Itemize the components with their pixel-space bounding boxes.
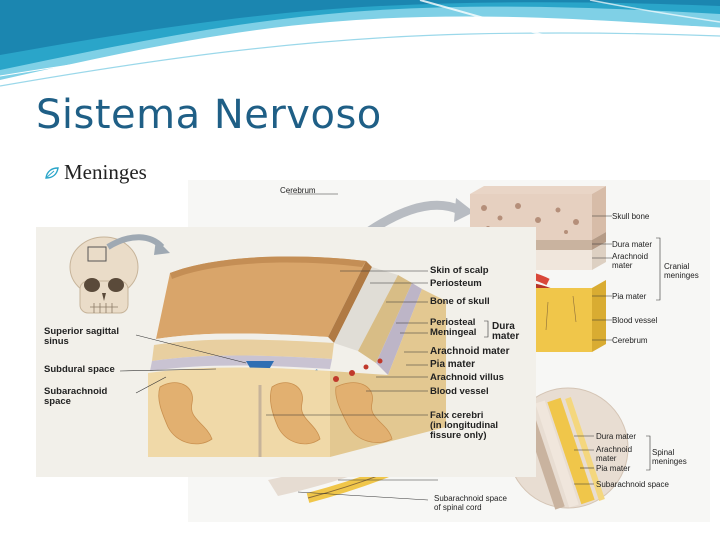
label-meningeal: Meningeal [430, 327, 477, 338]
slide-title: Sistema Nervoso [36, 92, 382, 138]
label-subarachnoid-space: Subarachnoid space [596, 480, 669, 489]
label-periosteal: Periosteal [430, 317, 476, 328]
label-arachnoid-mater-front: Arachnoid mater [430, 346, 510, 357]
header-wave-banner [0, 0, 720, 87]
label-spinal-arachnoid-mater: Arachnoid mater [596, 445, 633, 463]
label-subdural-space: Subdural space [44, 364, 115, 375]
bullet-text: Meninges [64, 160, 147, 184]
label-dura-mater: Dura mater [612, 240, 653, 249]
label-cerebrum: Cerebrum [612, 336, 648, 345]
label-spinal-meninges: Spinal meninges [652, 448, 687, 466]
label-blood-vessel-front: Blood vessel [430, 386, 489, 397]
label-spinal-pia-mater: Pia mater [596, 464, 631, 473]
label-blood-vessel: Blood vessel [612, 316, 658, 325]
label-spinal-dura-mater: Dura mater [596, 432, 637, 441]
skull-cross-section-figure: Superior sagittal sinus Subdural space S… [36, 227, 536, 477]
leaf-bullet-icon [45, 166, 59, 179]
label-pia-mater-front: Pia mater [430, 359, 476, 370]
label-arachnoid-villus: Arachnoid villus [430, 372, 504, 383]
bullet-item: Meninges [44, 160, 147, 185]
label-bone-of-skull: Bone of skull [430, 296, 490, 307]
label-dura-mater-front: Dura mater [492, 321, 520, 342]
skull-cross-section-illustration [69, 234, 489, 457]
label-skin-of-scalp: Skin of scalp [430, 265, 489, 276]
label-subarachnoid-space-spinal: Subarachnoid space of spinal cord [434, 494, 507, 512]
label-cranial-meninges: Cranial meninges [664, 262, 699, 280]
label-cerebrum-top: Cerebrum [280, 186, 316, 195]
label-falx-cerebri: Falx cerebri (in longitudinal fissure on… [430, 410, 499, 441]
label-arachnoid-mater: Arachnoid mater [612, 252, 649, 270]
label-periosteum: Periosteum [430, 278, 482, 289]
label-skull-bone: Skull bone [612, 212, 650, 221]
label-superior-sagittal-sinus: Superior sagittal sinus [44, 326, 119, 347]
label-pia-mater: Pia mater [612, 292, 647, 301]
label-subarachnoid-space-front: Subarachnoid space [44, 386, 108, 407]
